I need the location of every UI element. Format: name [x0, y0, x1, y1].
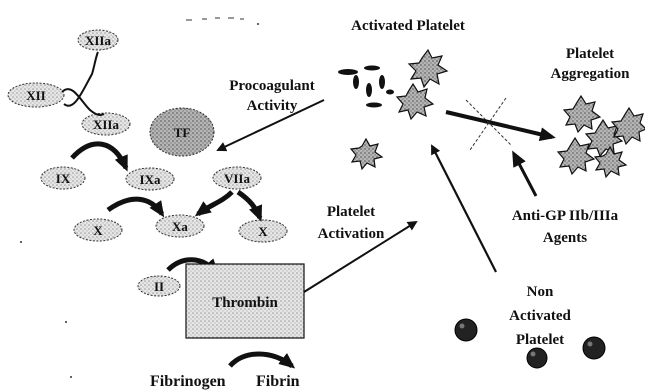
top-dash-marks: [186, 18, 244, 20]
platelet-activation-label-2: Activation: [318, 226, 385, 242]
svg-text:Xa: Xa: [172, 219, 188, 234]
svg-text:II: II: [154, 279, 164, 294]
fibrin-label: Fibrin: [256, 373, 300, 390]
factor-ix: IX: [41, 167, 85, 189]
platelet-aggregation-label-1: Platelet: [566, 46, 614, 62]
anti-gp-label-1: Anti-GP IIb/IIIa: [512, 208, 619, 224]
procoagulant-label-1: Procoagulant: [229, 78, 315, 94]
fibrinogen-label: Fibrinogen: [150, 373, 226, 390]
svg-text:TF: TF: [174, 125, 191, 140]
svg-text:VIIa: VIIa: [224, 171, 251, 186]
non-activated-label-3: Platelet: [516, 332, 564, 348]
factor-viia: VIIa: [213, 167, 261, 189]
svg-text:IX: IX: [56, 171, 71, 186]
non-activated-label-2: Activated: [509, 308, 571, 324]
platelet-aggregation-label-2: Aggregation: [551, 66, 631, 82]
procoagulant-label-2: Activity: [247, 98, 298, 114]
svg-text:XII: XII: [26, 88, 46, 103]
factor-xiia-mid: XIIa: [82, 113, 130, 135]
svg-text:X: X: [258, 224, 268, 239]
anti-gp-label-2: Agents: [543, 230, 587, 246]
non-activated-to-activated-arrow: [432, 146, 496, 272]
factor-xa: Xa: [156, 215, 204, 237]
svg-text:XIIa: XIIa: [85, 33, 112, 48]
factor-x-right: X: [239, 220, 287, 242]
platelet-granules: [338, 66, 394, 108]
platelet-activation-label-1: Platelet: [327, 204, 375, 220]
svg-text:IXa: IXa: [140, 172, 161, 187]
factor-ii: II: [138, 276, 180, 296]
activated-platelet-label: Activated Platelet: [351, 18, 465, 34]
factor-xii: XII: [8, 83, 64, 107]
factor-ixa: IXa: [126, 168, 174, 190]
anti-gp-arrow: [514, 154, 536, 196]
svg-text:Thrombin: Thrombin: [212, 295, 278, 311]
xii-activation-arrows: [62, 52, 104, 115]
aggregated-platelets: [558, 96, 645, 177]
svg-text:X: X: [93, 223, 103, 238]
thrombin-box: Thrombin: [186, 264, 304, 338]
tissue-factor: TF: [150, 108, 214, 156]
factor-x-left: X: [74, 219, 122, 241]
factor-xiia-top: XIIa: [78, 30, 118, 50]
non-activated-label-1: Non: [527, 284, 554, 300]
svg-text:XIIa: XIIa: [93, 117, 120, 132]
